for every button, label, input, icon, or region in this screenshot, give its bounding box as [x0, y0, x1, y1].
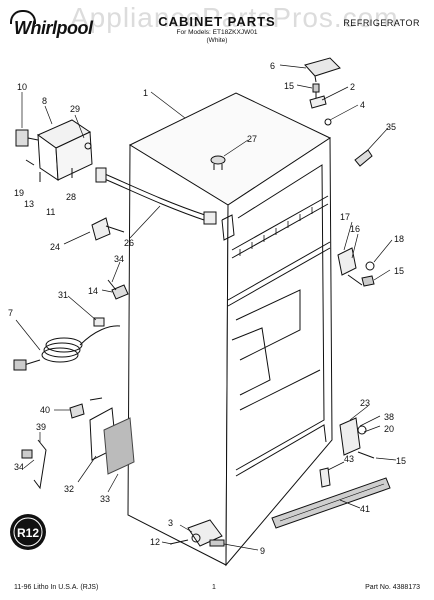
callout-34a: 34 [114, 254, 124, 264]
callout-13: 13 [24, 199, 34, 209]
callout-20: 20 [384, 424, 394, 434]
access-cover [89, 407, 135, 475]
callout-32: 32 [64, 484, 74, 494]
callout-31: 31 [58, 290, 68, 300]
callout-8: 8 [42, 96, 47, 106]
watermark-text: AppliancePartsPros.com [70, 2, 399, 33]
callout-15c: 15 [396, 456, 406, 466]
r12-badge: R12 [10, 514, 46, 550]
callout-33: 33 [100, 494, 110, 504]
callout-6: 6 [270, 61, 275, 71]
callout-27: 27 [247, 134, 257, 144]
brand-logo-swirl [10, 10, 36, 24]
callout-41: 41 [360, 504, 370, 514]
callout-2: 2 [350, 82, 355, 92]
center-hinge [337, 247, 375, 287]
callout-7: 7 [8, 308, 13, 318]
footer-part-number: Part No. 4388173 [365, 584, 420, 591]
cabinet-body [127, 92, 333, 567]
callout-35: 35 [386, 122, 396, 132]
leader-lines [15, 64, 397, 551]
hinge-screws [309, 83, 332, 126]
callout-29: 29 [70, 104, 80, 114]
callout-24: 24 [50, 242, 60, 252]
toe-grille [271, 477, 391, 529]
callout-9: 9 [260, 546, 265, 556]
callout-14: 14 [88, 286, 98, 296]
callout-16: 16 [350, 224, 360, 234]
color-line: (White) [206, 37, 228, 44]
power-cord [13, 317, 121, 371]
bracket-24 [91, 217, 125, 241]
model-line: For Models: ET18ZKXJW01 [176, 29, 258, 36]
bottom-hinge [339, 417, 375, 459]
r12-badge-text: R12 [17, 526, 39, 540]
category-label: REFRIGERATOR [343, 18, 420, 28]
bottom-hinge-assembly [169, 519, 225, 547]
brand-logo: Whirlpool [14, 18, 93, 38]
callout-43: 43 [344, 454, 354, 464]
callout-28: 28 [66, 192, 76, 202]
callout-26: 26 [124, 238, 134, 248]
page-title: CABINET PARTS [158, 14, 276, 29]
callout-12: 12 [150, 537, 160, 547]
callout-1: 1 [143, 88, 148, 98]
callout-11: 11 [46, 207, 55, 217]
callout-38: 38 [384, 412, 394, 422]
callout-23: 23 [360, 398, 370, 408]
footer-page-number: 1 [212, 584, 216, 591]
relay-assembly [15, 119, 93, 182]
callout-15b: 15 [394, 266, 404, 276]
callout-labels: 1 6 15 2 4 35 27 10 8 29 19 13 28 11 26 … [8, 61, 406, 556]
door-stop-part [354, 149, 373, 167]
wire-part-39 [21, 439, 47, 490]
callout-40: 40 [40, 405, 50, 415]
leveler-43 [319, 467, 331, 488]
callout-4: 4 [360, 100, 365, 110]
callout-34b: 34 [14, 462, 24, 472]
callout-10: 10 [17, 82, 27, 92]
callout-3: 3 [168, 518, 173, 528]
clip-14 [107, 279, 129, 300]
plug-button [210, 155, 226, 170]
wiring-harness [95, 167, 217, 225]
top-hinge-cover [304, 57, 341, 83]
footer-litho: 11-96 Litho In U.S.A. (RJS) [14, 584, 99, 591]
callout-19: 19 [14, 188, 24, 198]
callout-18: 18 [394, 234, 404, 244]
callout-17: 17 [340, 212, 350, 222]
callout-15a: 15 [284, 81, 294, 91]
callout-39: 39 [36, 422, 46, 432]
clip-40 [69, 397, 103, 419]
